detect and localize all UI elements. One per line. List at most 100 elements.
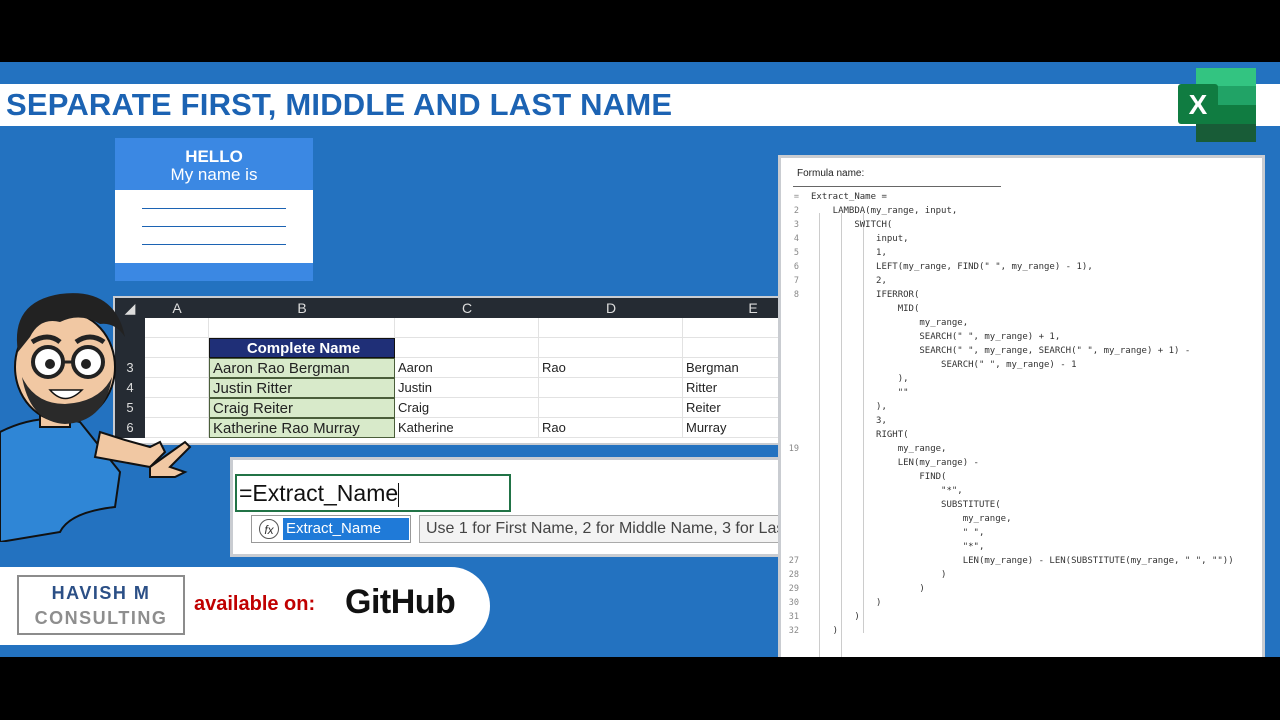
code-text: ) bbox=[811, 570, 947, 580]
function-tooltip: Use 1 for First Name, 2 for Middle Name,… bbox=[419, 515, 879, 543]
cell[interactable] bbox=[395, 338, 539, 358]
available-on-label: available on: bbox=[194, 593, 316, 615]
code-line: SEARCH(" ", my_range) - 1 bbox=[781, 360, 1262, 374]
code-line: my_range, bbox=[781, 318, 1262, 332]
first-name-cell[interactable]: Craig bbox=[395, 398, 539, 418]
code-line: ), bbox=[781, 374, 1262, 388]
code-lines: =Extract_Name =2 LAMBDA(my_range, input,… bbox=[781, 192, 1262, 640]
full-name-cell[interactable]: Katherine Rao Murray bbox=[209, 418, 395, 438]
full-name-cell[interactable]: Aaron Rao Bergman bbox=[209, 358, 395, 378]
code-line: 5 1, bbox=[781, 248, 1262, 262]
cell[interactable] bbox=[145, 338, 209, 358]
code-line: 31 ) bbox=[781, 612, 1262, 626]
code-line: "" bbox=[781, 388, 1262, 402]
first-name-cell[interactable]: Aaron bbox=[395, 358, 539, 378]
cell[interactable] bbox=[145, 378, 209, 398]
code-line: 4 input, bbox=[781, 234, 1262, 248]
name-tag-hello: HELLO bbox=[185, 147, 243, 166]
code-line: 27 LEN(my_range) - LEN(SUBSTITUTE(my_ran… bbox=[781, 556, 1262, 570]
code-text: ), bbox=[811, 374, 909, 384]
code-text: my_range, bbox=[811, 514, 1012, 524]
line-number: 27 bbox=[788, 556, 799, 566]
formula-input-text: =Extract_Name bbox=[239, 480, 399, 506]
first-name-cell[interactable]: Katherine bbox=[395, 418, 539, 438]
code-line: SEARCH(" ", my_range) + 1, bbox=[781, 332, 1262, 346]
line-number: 19 bbox=[788, 444, 799, 454]
cell[interactable] bbox=[209, 318, 395, 338]
line-number: 7 bbox=[793, 276, 799, 286]
name-tag: HELLO My name is bbox=[115, 138, 313, 281]
row-header[interactable]: 5 bbox=[115, 398, 145, 418]
name-tag-subtitle: My name is bbox=[170, 165, 258, 184]
code-text: LEFT(my_range, FIND(" ", my_range) - 1), bbox=[811, 262, 1093, 272]
cell[interactable] bbox=[145, 398, 209, 418]
code-text: 1, bbox=[811, 248, 887, 258]
middle-name-cell[interactable]: Rao bbox=[539, 418, 683, 438]
cell[interactable] bbox=[145, 418, 209, 438]
code-line: 30 ) bbox=[781, 598, 1262, 612]
code-text: MID( bbox=[811, 304, 920, 314]
formula-entry-panel: =Extract_Name fx Extract_Name Use 1 for … bbox=[230, 457, 882, 557]
row-header[interactable] bbox=[115, 338, 145, 358]
formula-name-label: Formula name: bbox=[797, 168, 865, 179]
full-name-cell[interactable]: Craig Reiter bbox=[209, 398, 395, 418]
code-line: 3 SWITCH( bbox=[781, 220, 1262, 234]
code-text: ) bbox=[811, 584, 925, 594]
formula-input[interactable]: =Extract_Name bbox=[235, 474, 511, 512]
code-line: "*", bbox=[781, 542, 1262, 556]
code-text: LEN(my_range) - LEN(SUBSTITUTE(my_range,… bbox=[811, 556, 1234, 566]
autocomplete-item-extract-name[interactable]: Extract_Name bbox=[283, 518, 409, 540]
col-header-d[interactable]: D bbox=[539, 298, 684, 318]
cell[interactable] bbox=[539, 338, 683, 358]
code-text: ) bbox=[811, 612, 860, 622]
cell[interactable] bbox=[145, 358, 209, 378]
col-header-b[interactable]: B bbox=[209, 298, 396, 318]
cell[interactable] bbox=[539, 318, 683, 338]
code-line: "*", bbox=[781, 486, 1262, 500]
code-text: LEN(my_range) - bbox=[811, 458, 979, 468]
code-text: RIGHT( bbox=[811, 430, 909, 440]
code-line: SEARCH(" ", my_range, SEARCH(" ", my_ran… bbox=[781, 346, 1262, 360]
code-line: 28 ) bbox=[781, 570, 1262, 584]
line-number: 2 bbox=[793, 206, 799, 216]
complete-name-header-cell[interactable]: Complete Name bbox=[209, 338, 395, 358]
line-number: 30 bbox=[788, 598, 799, 608]
github-logo-text: GitHub bbox=[345, 583, 456, 621]
title-bar: SEPARATE FIRST, MIDDLE AND LAST NAME bbox=[0, 84, 1280, 126]
code-line: MID( bbox=[781, 304, 1262, 318]
code-line: 7 2, bbox=[781, 276, 1262, 290]
col-header-c[interactable]: C bbox=[395, 298, 540, 318]
code-line: " ", bbox=[781, 528, 1262, 542]
line-number: 32 bbox=[788, 626, 799, 636]
line-number: 28 bbox=[788, 570, 799, 580]
code-text: FIND( bbox=[811, 472, 947, 482]
cell[interactable] bbox=[395, 318, 539, 338]
middle-name-cell[interactable] bbox=[539, 398, 683, 418]
middle-name-cell[interactable] bbox=[539, 378, 683, 398]
code-line: 8 IFERROR( bbox=[781, 290, 1262, 304]
code-text: ), bbox=[811, 402, 887, 412]
code-text: SEARCH(" ", my_range) - 1 bbox=[811, 360, 1077, 370]
branding-banner: HAVISH M CONSULTING available on: GitHub bbox=[0, 567, 490, 645]
row-header[interactable]: 6 bbox=[115, 418, 145, 438]
row-header[interactable]: 4 bbox=[115, 378, 145, 398]
spreadsheet-grid[interactable]: ◢ A B C D E Complete Name 3 Aaron Rao Be… bbox=[113, 296, 825, 445]
autocomplete-list: fx Extract_Name bbox=[251, 515, 411, 543]
code-text: " ", bbox=[811, 528, 985, 538]
code-line: 6 LEFT(my_range, FIND(" ", my_range) - 1… bbox=[781, 262, 1262, 276]
code-text: 3, bbox=[811, 416, 887, 426]
excel-logo-letter: X bbox=[1189, 89, 1208, 120]
text-cursor bbox=[398, 482, 400, 507]
code-line: 19 my_range, bbox=[781, 444, 1262, 458]
middle-name-cell[interactable]: Rao bbox=[539, 358, 683, 378]
row-header[interactable]: 3 bbox=[115, 358, 145, 378]
code-text: IFERROR( bbox=[811, 290, 920, 300]
code-text: SUBSTITUTE( bbox=[811, 500, 1001, 510]
cell[interactable] bbox=[145, 318, 209, 338]
code-text: Extract_Name = bbox=[811, 192, 887, 202]
code-text: ) bbox=[811, 598, 882, 608]
code-text: LAMBDA(my_range, input, bbox=[811, 206, 958, 216]
full-name-cell[interactable]: Justin Ritter bbox=[209, 378, 395, 398]
first-name-cell[interactable]: Justin bbox=[395, 378, 539, 398]
lambda-code-editor[interactable]: Formula name: =Extract_Name =2 LAMBDA(my… bbox=[778, 155, 1265, 657]
